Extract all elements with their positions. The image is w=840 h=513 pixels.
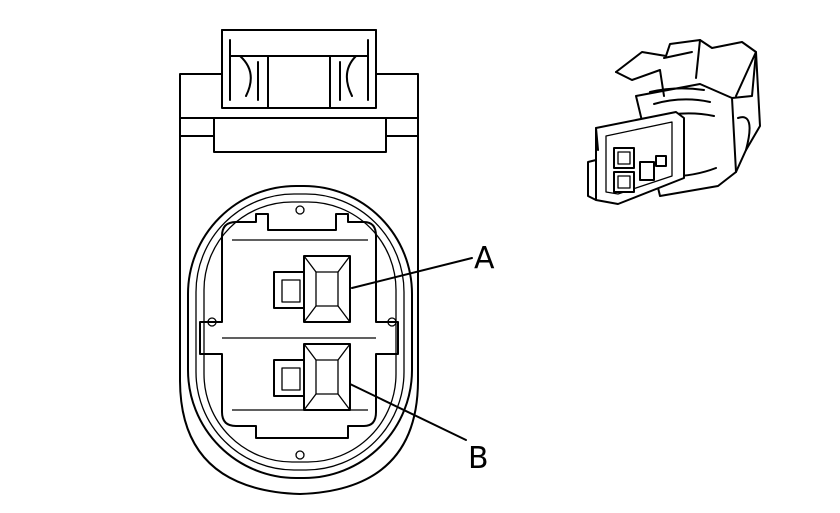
connector-face-view: A B xyxy=(179,29,495,495)
terminal-body xyxy=(199,213,399,439)
inner-seal-ring xyxy=(195,193,405,471)
outer-seal-ring xyxy=(187,185,413,479)
housing-outline xyxy=(179,29,419,495)
terminal-cavity-a xyxy=(273,255,351,323)
callout-b: B xyxy=(468,441,489,476)
callout-a: A xyxy=(474,241,495,276)
leader-line-b xyxy=(349,383,467,441)
leader-line-a xyxy=(351,257,473,289)
latch xyxy=(179,29,419,153)
connector-isometric-view xyxy=(587,39,761,205)
terminal-cavity-b xyxy=(273,343,351,411)
